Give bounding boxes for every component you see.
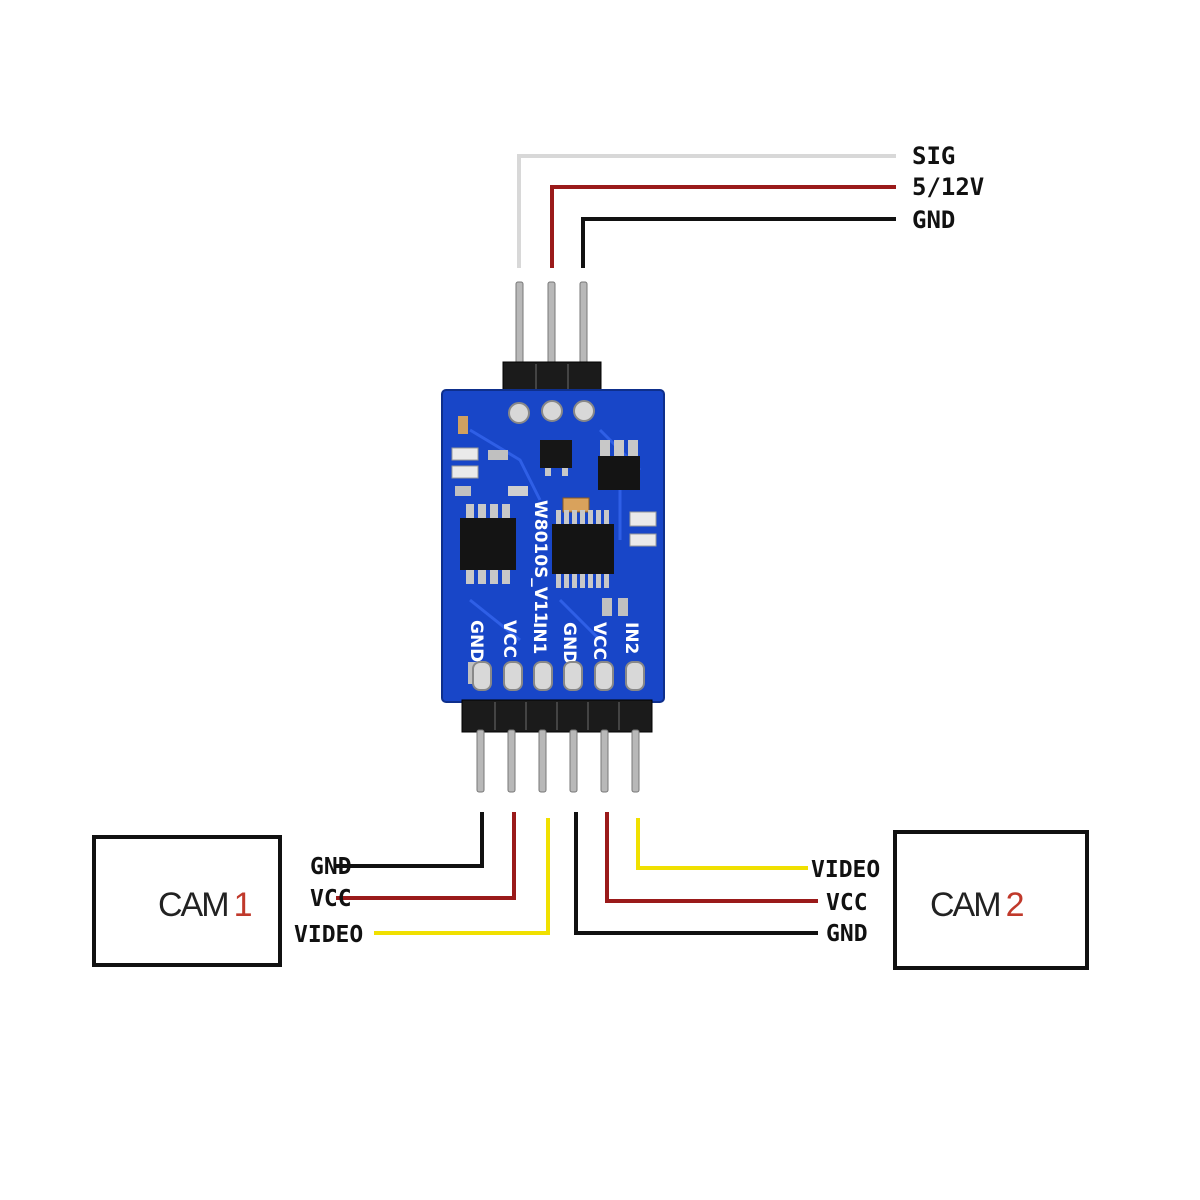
cam2-video-label: VIDEO (811, 857, 880, 883)
bottom-wires (336, 812, 818, 935)
bottom-pin-header (461, 699, 653, 793)
sig-wire (517, 154, 896, 268)
ic-relay-driver (460, 504, 516, 584)
sig-label: SIG (912, 142, 955, 170)
cam1-number: 1 (234, 886, 252, 924)
gnd-label-top: GND (912, 206, 955, 234)
cam1-video-label: VIDEO (294, 922, 363, 948)
cam1-video-wire (374, 818, 550, 935)
pin-label-gnd1: GND (466, 620, 486, 662)
cam2-gnd-wire (574, 812, 818, 935)
cam2-number: 2 (1006, 886, 1024, 924)
pin-label-vcc2: VCC (589, 622, 609, 660)
ic-video-switch (552, 510, 614, 588)
gnd-wire-top (581, 217, 896, 268)
cam2-gnd-label: GND (826, 921, 868, 947)
top-wires (517, 154, 896, 268)
pin-label-in2: IN2 (621, 622, 641, 654)
pcb-board: W8010S_V11 GND VCC IN1 GND VCC IN2 (441, 389, 665, 703)
power-label: 5/12V (912, 173, 984, 201)
board-model-marking: W8010S_V11 (530, 500, 550, 624)
top-pin-header (502, 281, 602, 395)
cam1-gnd-label: GND (310, 854, 352, 880)
cam2-video-wire (636, 818, 808, 870)
cam1-vcc-label: VCC (310, 886, 352, 912)
cam2-vcc-label: VCC (826, 890, 868, 916)
pin-label-in1: IN1 (529, 622, 549, 654)
cam1-vcc-wire (336, 812, 516, 900)
pin-label-gnd2: GND (559, 622, 579, 664)
pin-label-vcc1: VCC (499, 620, 519, 658)
cam2-vcc-wire (605, 812, 818, 903)
power-wire (550, 185, 896, 268)
cam1-gnd-wire (336, 812, 484, 868)
